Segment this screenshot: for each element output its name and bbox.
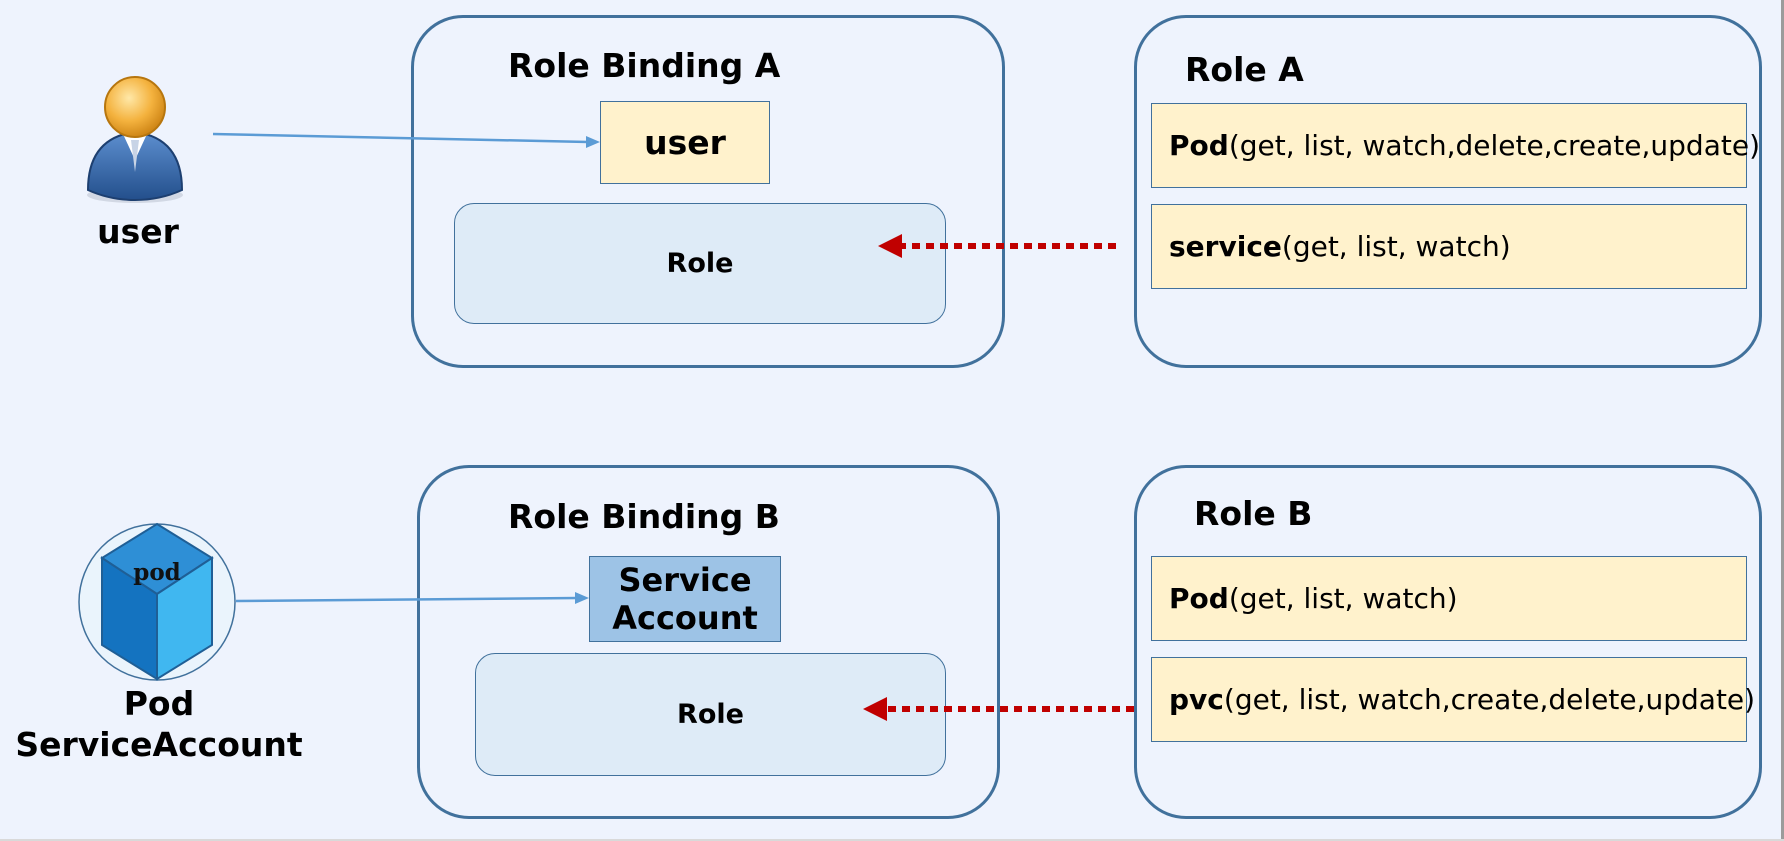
rule-verbs: (get, list, watch,create,delete,update) <box>1223 683 1756 716</box>
pod-icon-label: pod <box>133 559 181 586</box>
role-binding-a-title: Role Binding A <box>508 46 781 85</box>
role-a-title: Role A <box>1185 50 1304 89</box>
rule-resource: Pod <box>1169 582 1229 615</box>
right-edge-strip <box>1781 0 1784 841</box>
role-b-rule-row: pvc(get, list, watch,create,delete,updat… <box>1151 657 1755 742</box>
role-a-rule-row: service(get, list, watch) <box>1151 204 1747 289</box>
service-account-line1: Service <box>618 560 752 599</box>
binding-a-user-subject: user <box>600 101 770 184</box>
role-binding-a-panel <box>411 15 1005 368</box>
subject-arrow-bottom <box>235 592 589 604</box>
role-a-panel <box>1134 15 1762 368</box>
role-b-title: Role B <box>1194 494 1313 533</box>
role-ref-arrow-top <box>878 234 1116 258</box>
role-a-rule-row: Pod(get, list, watch,delete,create,updat… <box>1151 103 1760 188</box>
user-subject-label: user <box>97 212 179 251</box>
binding-b-service-account-subject: Service Account <box>589 556 781 642</box>
pod-subject-label-line2: ServiceAccount <box>15 725 303 764</box>
pod-subject-label-line1: Pod <box>123 684 195 723</box>
bottom-edge-strip <box>0 839 1784 841</box>
rule-resource: Pod <box>1169 129 1229 162</box>
user-person-icon <box>86 76 184 203</box>
role-b-rule-row: Pod(get, list, watch) <box>1151 556 1747 641</box>
binding-b-role-ref: Role <box>475 653 946 776</box>
role-binding-b-panel <box>417 465 1000 819</box>
role-b-panel <box>1134 465 1762 819</box>
rule-verbs: (get, list, watch) <box>1281 230 1511 263</box>
rule-resource: service <box>1169 230 1282 263</box>
service-account-line2: Account <box>612 599 758 637</box>
subject-arrow-top <box>212 132 600 148</box>
rule-verbs: (get, list, watch,delete,create,update) <box>1228 129 1760 162</box>
binding-a-role-ref: Role <box>454 203 946 324</box>
role-ref-arrow-bottom <box>863 697 1134 721</box>
role-binding-b-title: Role Binding B <box>508 497 780 536</box>
pod-cube-icon: pod <box>78 522 236 681</box>
rule-verbs: (get, list, watch) <box>1228 582 1458 615</box>
rule-resource: pvc <box>1169 683 1224 716</box>
